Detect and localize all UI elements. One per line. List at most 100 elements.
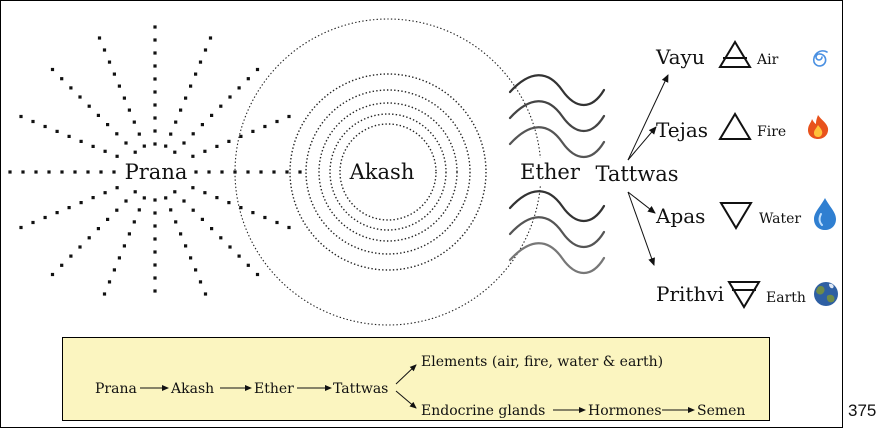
water-triangle-icon: [719, 202, 753, 230]
prana-ray-dot: [153, 250, 157, 254]
ether-wave: [508, 100, 606, 133]
prana-ray-dot: [106, 123, 110, 127]
prana-ray-dot: [203, 191, 207, 195]
prana-ray-dot: [99, 170, 103, 174]
prana-ray-dot: [220, 170, 224, 174]
akash-ring: [318, 102, 458, 242]
prana-ray-dot: [153, 51, 157, 55]
prana-ray-dot: [198, 60, 203, 64]
prana-label: Prana: [125, 160, 188, 184]
arrow-to-tejas: [627, 126, 657, 161]
prana-ray-dot: [19, 114, 23, 119]
prana-ray-dot: [153, 224, 157, 228]
flow-tattwas: Tattwas: [333, 381, 388, 397]
prana-ray-dot: [117, 256, 121, 260]
prana-ray-dot: [153, 276, 157, 280]
prana-ray-dot: [117, 84, 121, 88]
prana-ray-dot: [102, 292, 107, 296]
prana-ray-dot: [182, 141, 186, 145]
prana-ray-dot: [189, 84, 193, 88]
prana-ray-dot: [153, 90, 157, 94]
akash-ring: [305, 89, 471, 255]
prana-ray-dot: [298, 170, 302, 174]
prana-ray-dot: [246, 170, 250, 174]
prana-ray-dot: [227, 201, 231, 205]
prana-ray-dot: [137, 208, 141, 212]
prana-ray-dot: [219, 104, 223, 108]
prana-ray-dot: [246, 77, 250, 81]
prana-ray-dot: [91, 144, 95, 148]
prana-ray-dot: [87, 236, 91, 240]
prana-ray-dot: [133, 150, 137, 154]
prithvi-label: Prithvi: [656, 282, 724, 306]
prana-ray-dot: [255, 272, 260, 277]
flow-arrow-up: [395, 364, 417, 385]
ether-label: Ether: [520, 160, 581, 184]
prana-ray-dot: [103, 149, 107, 153]
prana-ray-dot: [237, 86, 241, 90]
prana-ray-dot: [21, 170, 25, 174]
prana-ray-dot: [191, 186, 195, 190]
fire-label: Fire: [757, 124, 786, 140]
ether-waves: [508, 74, 606, 275]
page-number: 375: [848, 401, 877, 420]
prana-ray-dot: [219, 236, 223, 240]
prana-ray-dot: [87, 104, 91, 108]
arrow-to-prithvi: [627, 191, 655, 266]
flame-icon: [808, 115, 829, 139]
prana-ray-dot: [287, 114, 291, 119]
prana-ray-dot: [215, 196, 219, 200]
prana-ray-dot: [203, 149, 207, 153]
prana-ray-dot: [142, 196, 146, 200]
air-triangle-icon: [718, 40, 752, 68]
prana-ray-dot: [263, 124, 267, 129]
prana-ray-dot: [153, 211, 157, 215]
prana-ray-dot: [47, 170, 51, 174]
prana-ray-dot: [169, 208, 173, 212]
tattwas-label: Tattwas: [595, 162, 678, 186]
prana-ray-dot: [194, 268, 198, 272]
ether-wave: [508, 242, 606, 275]
prana-ray-dot: [115, 208, 119, 212]
prana-ray-dot: [60, 170, 64, 174]
air-label: Air: [756, 52, 779, 68]
prana-ray-dot: [173, 150, 177, 154]
prana-ray-dot: [79, 201, 83, 205]
prana-ray-dot: [107, 280, 112, 284]
prana-ray-dot: [246, 263, 250, 267]
prana-ray-dot: [191, 154, 195, 158]
akash-ring: [339, 123, 437, 221]
prana-ray-dot: [60, 77, 64, 81]
prana-ray-dot: [153, 38, 157, 42]
tattwa-arrows: [627, 74, 669, 266]
ether-wave: [508, 190, 606, 223]
prana-ray-dot: [137, 132, 141, 136]
prana-ray-dot: [107, 60, 112, 64]
prana-ray-dot: [189, 256, 193, 260]
prana-ray-dot: [153, 289, 157, 293]
prana-ray-dot: [78, 245, 82, 249]
prana-ray-dot: [153, 103, 157, 107]
prana-ray-dot: [124, 199, 128, 203]
akash-ring: [329, 113, 447, 231]
flow-endocrine: Endocrine glands: [421, 403, 545, 419]
prana-ray-dot: [153, 129, 157, 133]
prana-ray-dot: [200, 217, 204, 221]
prana-ray-dot: [153, 237, 157, 241]
prana-ray-dot: [179, 232, 183, 236]
prana-ray-dot: [191, 132, 195, 136]
prana-ray-dot: [153, 77, 157, 81]
prana-ray-dot: [122, 244, 126, 248]
prana-ray-dot: [78, 95, 82, 99]
prana-ray-dot: [132, 120, 136, 124]
flow-hormones: Hormones: [588, 403, 662, 419]
ether-wave: [508, 126, 606, 159]
prana-ray-dot: [179, 108, 183, 112]
prana-ray-dot: [96, 113, 100, 117]
ether-label-bg: [518, 158, 582, 186]
prana-ray-dot: [67, 134, 71, 138]
prana-ray-dot: [174, 120, 178, 124]
prana-ray-dot: [115, 186, 119, 190]
prana-ray-dot: [112, 170, 116, 174]
